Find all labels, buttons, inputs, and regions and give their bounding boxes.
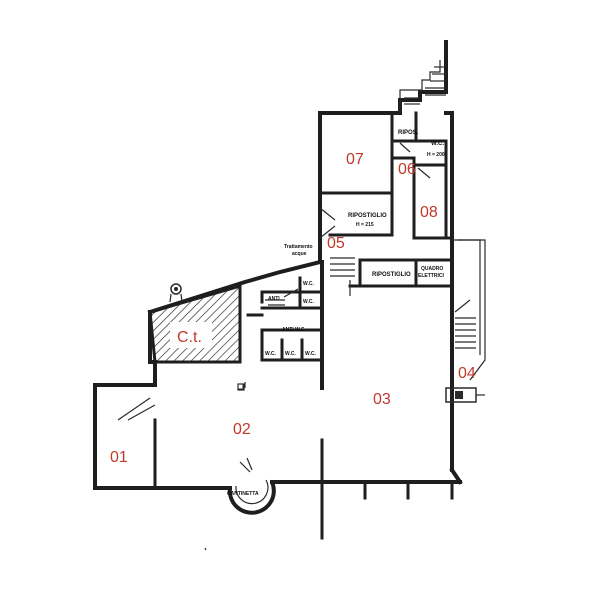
stairs-top [399, 60, 446, 113]
label-wc-row-2: W.C. [285, 351, 296, 357]
room-number-03: 03 [373, 391, 391, 408]
stairs-right [445, 239, 486, 403]
label-wc-b: W.C. [303, 299, 314, 305]
label-anti: ANTI [268, 296, 280, 302]
label-trattamento: Trattamento [284, 244, 313, 250]
cantinetta-stair [227, 457, 276, 515]
outer-walls [93, 40, 463, 490]
label-elettrici: ELETTRICI [418, 273, 444, 279]
label-wc-height: H = 200 [427, 152, 445, 158]
label-wc-top: W.C. [431, 141, 444, 147]
label-cantinetta: CANTINETTA [227, 491, 259, 497]
label-ripostiglio-upper: RIPOSTIGLIO [348, 213, 387, 219]
label-wc-row-1: W.C. [265, 351, 276, 357]
room-number-07: 07 [346, 151, 364, 168]
label-ripostiglio-upper-h: H = 215 [356, 222, 374, 228]
room-number-02: 02 [233, 421, 251, 438]
room-number-04: 04 [458, 365, 476, 382]
room-number-ct: C.t. [177, 329, 202, 346]
stairs-05 [265, 257, 355, 306]
ct-label-bg [170, 322, 212, 348]
room-number-01: 01 [110, 449, 128, 466]
room-number-05: 05 [327, 235, 345, 252]
label-ripostiglio-mid: RIPOSTIGLIO [372, 272, 411, 278]
label-wc-a: W.C. [303, 281, 314, 287]
label-acque: acque [292, 251, 307, 257]
room-number-06: 06 [398, 161, 416, 178]
label-ripos: RIPOS. [398, 130, 419, 136]
flue-symbol [169, 283, 183, 303]
label-wc-row-3: W.C. [305, 351, 316, 357]
door-swings [117, 140, 431, 421]
room-number-08: 08 [420, 204, 438, 221]
label-anti-wc: ANTI W.C. [282, 327, 306, 333]
label-quadro: QUADRO [421, 266, 443, 272]
